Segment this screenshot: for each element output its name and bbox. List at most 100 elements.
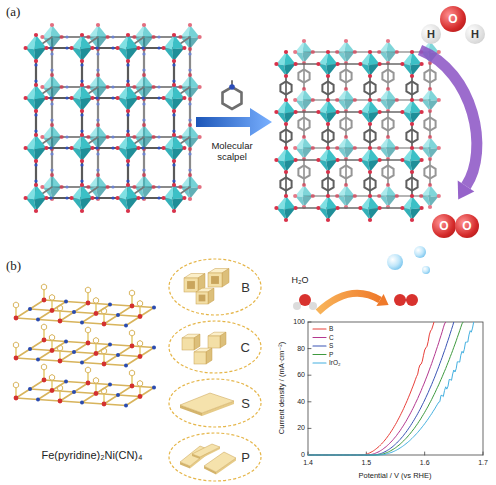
nitrogen-dot (111, 46, 114, 49)
oxygen-dot (294, 206, 298, 210)
oxygen-dot (96, 73, 100, 77)
linker-rod (16, 318, 38, 320)
tick-label: 100 (293, 318, 305, 326)
linker-rod (30, 340, 44, 349)
nitrogen-dot (142, 68, 145, 71)
linker-rod (411, 76, 413, 100)
linker-rod (16, 349, 30, 358)
linker-rod (60, 321, 82, 323)
linker-rod (82, 323, 104, 325)
iron-dot (50, 348, 55, 353)
framework-layer (13, 324, 156, 368)
oxygen-dot (395, 146, 399, 150)
oxygen-dot (420, 206, 424, 210)
legend-text: IrO₂ (329, 359, 341, 366)
nickel-dot (64, 300, 68, 304)
bubble (387, 254, 403, 270)
nitrogen-dot (80, 129, 83, 132)
pyridine-ring (41, 284, 46, 290)
octahedron (335, 135, 357, 161)
nickel-dot (72, 310, 76, 314)
linker-rod (285, 76, 287, 100)
oxygen-dot (368, 218, 372, 222)
pyridine-ring (382, 118, 393, 131)
nitrogen-dot (188, 118, 191, 121)
legend-text: C (329, 334, 334, 341)
oxygen-dot (335, 194, 339, 198)
iron-dot (86, 301, 91, 306)
oxygen-dot (126, 33, 130, 37)
oxygen-dot (410, 50, 414, 54)
oxygen-dot (419, 98, 423, 102)
linker-rod (74, 392, 96, 394)
oxygen-dot (116, 146, 120, 150)
crystal-face (184, 278, 198, 292)
dashed-ellipse (169, 433, 261, 481)
pyridine-ring (137, 301, 142, 307)
oxygen-dot (284, 194, 288, 198)
oxygen-dot (302, 87, 306, 91)
pyridine-ring (93, 378, 98, 384)
oxygen-dot (70, 196, 74, 200)
pyridine-ring (57, 385, 62, 391)
nitrogen-dot (111, 35, 114, 38)
nickel-dot (72, 390, 76, 394)
oxygen-dot (316, 206, 320, 210)
iron-dot (94, 311, 99, 316)
oxygen-dot (336, 158, 340, 162)
linker-rod (38, 320, 60, 322)
octahedron (293, 135, 315, 161)
linker-rod (60, 401, 82, 403)
oxygen-dot (358, 158, 362, 162)
linker-rod (96, 354, 118, 356)
oxygen-dot (316, 110, 320, 114)
dashed-ellipse (169, 321, 261, 373)
iron-dot (50, 308, 55, 313)
iron-dot (102, 322, 107, 327)
linker-rod (429, 111, 431, 137)
nitrogen-dot (126, 163, 129, 166)
octahedron (70, 133, 95, 163)
oxygen-dot (162, 146, 166, 150)
pyridine-ring (137, 381, 142, 387)
oxygen-dot (172, 83, 176, 87)
oxygen-dot (86, 35, 90, 39)
nickel-dot (64, 380, 68, 384)
oxygen-dot (116, 96, 120, 100)
linker-rod (44, 300, 66, 302)
oxygen-dot (80, 33, 84, 37)
nickel-dot (80, 361, 84, 365)
nitrogen-dot (142, 118, 145, 121)
linker-rod (118, 386, 132, 395)
oval-group: S (168, 378, 262, 428)
linker-rod (16, 398, 38, 400)
oxygen-dot (182, 146, 186, 150)
pyridine-ring (57, 345, 62, 351)
oxygen-dot (344, 135, 348, 139)
oxygen-atom: O (432, 214, 456, 238)
nitrogen-dot (49, 196, 52, 199)
oxygen-dot (34, 183, 38, 187)
oxygen-dot (316, 62, 320, 66)
oxygen-dot (188, 147, 192, 151)
nickel-dot (152, 306, 156, 310)
nitrogen-dot (49, 96, 52, 99)
linker-rod (16, 358, 38, 360)
iron-dot (58, 359, 63, 364)
oxygen-dot (70, 46, 74, 50)
oxygen-dot (358, 110, 362, 114)
oxygen-dot (86, 185, 90, 189)
linker-rod (74, 383, 88, 392)
linker-rod (104, 355, 118, 364)
oxygen-dot (274, 158, 278, 162)
nickel-dot (72, 350, 76, 354)
octahedron (358, 194, 381, 222)
oxygen-dot (24, 96, 28, 100)
linker-rod (104, 404, 126, 406)
nickel-dot (28, 347, 32, 351)
nitrogen-dot (157, 196, 160, 199)
oxygen-dot (394, 294, 406, 306)
linker-rod (118, 395, 140, 397)
iron-dot (94, 391, 99, 396)
oxygen-dot (406, 294, 418, 306)
